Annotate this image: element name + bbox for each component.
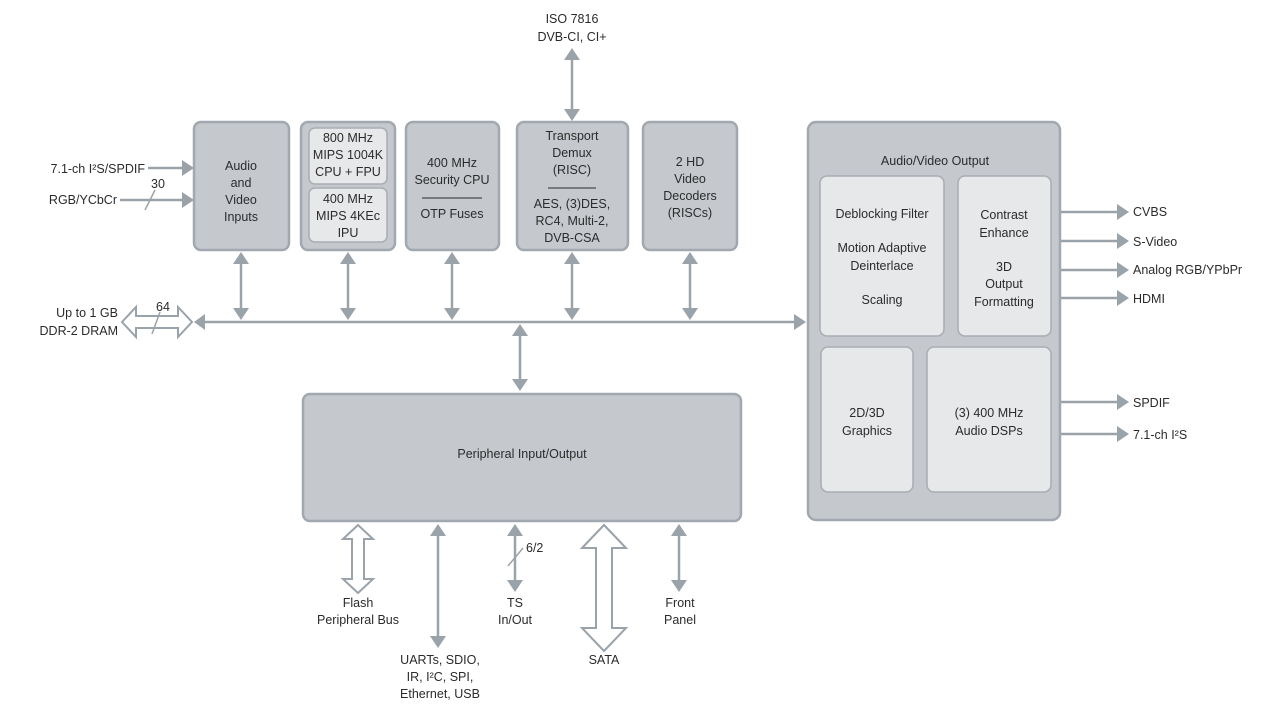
memory-bus-width-label: 64 [156, 300, 170, 314]
svg-text:Transport: Transport [545, 129, 599, 143]
svg-text:Panel: Panel [664, 613, 696, 627]
output-analog-rgb: Analog RGB/YPbPr [1133, 263, 1242, 277]
transport-demux-block [515, 120, 630, 252]
peripheral-io-block [301, 392, 743, 523]
svg-text:RC4, Multi-2,: RC4, Multi-2, [536, 214, 609, 228]
top-interface-label-1: ISO 7816 [546, 12, 599, 26]
svg-text:2 HD: 2 HD [676, 155, 704, 169]
top-interface-label-2: DVB-CI, CI+ [537, 30, 606, 44]
flash-bus-arrow [340, 523, 376, 595]
video-bus-width-label: 30 [151, 177, 165, 191]
memory-label-2: DDR-2 DRAM [40, 324, 118, 338]
svg-text:Deblocking Filter: Deblocking Filter [835, 207, 928, 221]
svg-text:DVB-CSA: DVB-CSA [544, 231, 600, 245]
svg-text:MIPS 4KEc: MIPS 4KEc [316, 209, 380, 223]
svg-text:Inputs: Inputs [224, 210, 258, 224]
svg-text:Deinterlace: Deinterlace [850, 259, 913, 273]
svg-text:TS: TS [507, 596, 523, 610]
ipu-subblock [308, 187, 388, 243]
svg-text:Scaling: Scaling [862, 293, 903, 307]
main-cpu-subblock [308, 127, 388, 185]
svg-text:OTP Fuses: OTP Fuses [421, 207, 484, 221]
svg-text:Graphics: Graphics [842, 424, 892, 438]
av-inputs-block [192, 120, 291, 252]
svg-text:AES, (3)DES,: AES, (3)DES, [534, 197, 610, 211]
svg-text:400 MHz: 400 MHz [323, 192, 373, 206]
security-cpu-block [404, 120, 501, 252]
svg-text:(RISCs): (RISCs) [668, 206, 712, 220]
top-block-connectors [233, 252, 698, 320]
video-decoders-block [641, 120, 739, 252]
svg-text:Formatting: Formatting [974, 295, 1034, 309]
svg-text:3D: 3D [996, 260, 1012, 274]
svg-text:SATA: SATA [589, 653, 620, 667]
ts-bus-width-label: 6/2 [526, 541, 543, 555]
output-arrows [1061, 204, 1129, 442]
svg-text:Contrast: Contrast [980, 208, 1028, 222]
output-hdmi: HDMI [1133, 292, 1165, 306]
output-i2s: 7.1-ch I²S [1133, 428, 1187, 442]
output-svideo: S-Video [1133, 235, 1177, 249]
peripheral-io-label: Peripheral Input/Output [457, 447, 587, 461]
svg-text:Ethernet, USB: Ethernet, USB [400, 687, 480, 701]
svg-text:CPU + FPU: CPU + FPU [315, 165, 381, 179]
video-input-label: RGB/YCbCr [49, 193, 117, 207]
memory-label-1: Up to 1 GB [56, 306, 118, 320]
svg-text:IR, I²C, SPI,: IR, I²C, SPI, [407, 670, 474, 684]
audio-dsp-subblock [926, 346, 1052, 493]
svg-text:In/Out: In/Out [498, 613, 533, 627]
svg-text:Peripheral Bus: Peripheral Bus [317, 613, 399, 627]
svg-text:Video: Video [674, 172, 706, 186]
contrast-subblock [957, 175, 1052, 337]
graphics-subblock [820, 346, 914, 493]
svg-text:400 MHz: 400 MHz [427, 156, 477, 170]
svg-text:Decoders: Decoders [663, 189, 717, 203]
svg-text:Output: Output [985, 277, 1023, 291]
av-output-title: Audio/Video Output [881, 154, 990, 168]
output-cvbs: CVBS [1133, 205, 1167, 219]
svg-text:(RISC): (RISC) [553, 163, 591, 177]
output-spdif: SPDIF [1133, 396, 1170, 410]
svg-text:800 MHz: 800 MHz [323, 131, 373, 145]
svg-text:UARTs, SDIO,: UARTs, SDIO, [400, 653, 480, 667]
svg-text:2D/3D: 2D/3D [849, 406, 884, 420]
svg-text:Flash: Flash [343, 596, 374, 610]
svg-text:and: and [231, 176, 252, 190]
svg-text:Enhance: Enhance [979, 226, 1028, 240]
svg-text:Front: Front [665, 596, 695, 610]
svg-text:Demux: Demux [552, 146, 592, 160]
audio-input-label: 7.1-ch I²S/SPDIF [51, 162, 146, 176]
sata-arrow [579, 523, 629, 653]
svg-text:MIPS 1004K: MIPS 1004K [313, 148, 384, 162]
svg-text:Audio: Audio [225, 159, 257, 173]
deblocking-subblock [819, 175, 945, 337]
svg-text:Security CPU: Security CPU [414, 173, 489, 187]
svg-text:Audio DSPs: Audio DSPs [955, 424, 1022, 438]
bus-width-slash [144, 189, 156, 211]
svg-text:Video: Video [225, 193, 257, 207]
svg-text:(3) 400 MHz: (3) 400 MHz [955, 406, 1024, 420]
svg-text:IPU: IPU [338, 226, 359, 240]
svg-text:Motion Adaptive: Motion Adaptive [838, 241, 927, 255]
